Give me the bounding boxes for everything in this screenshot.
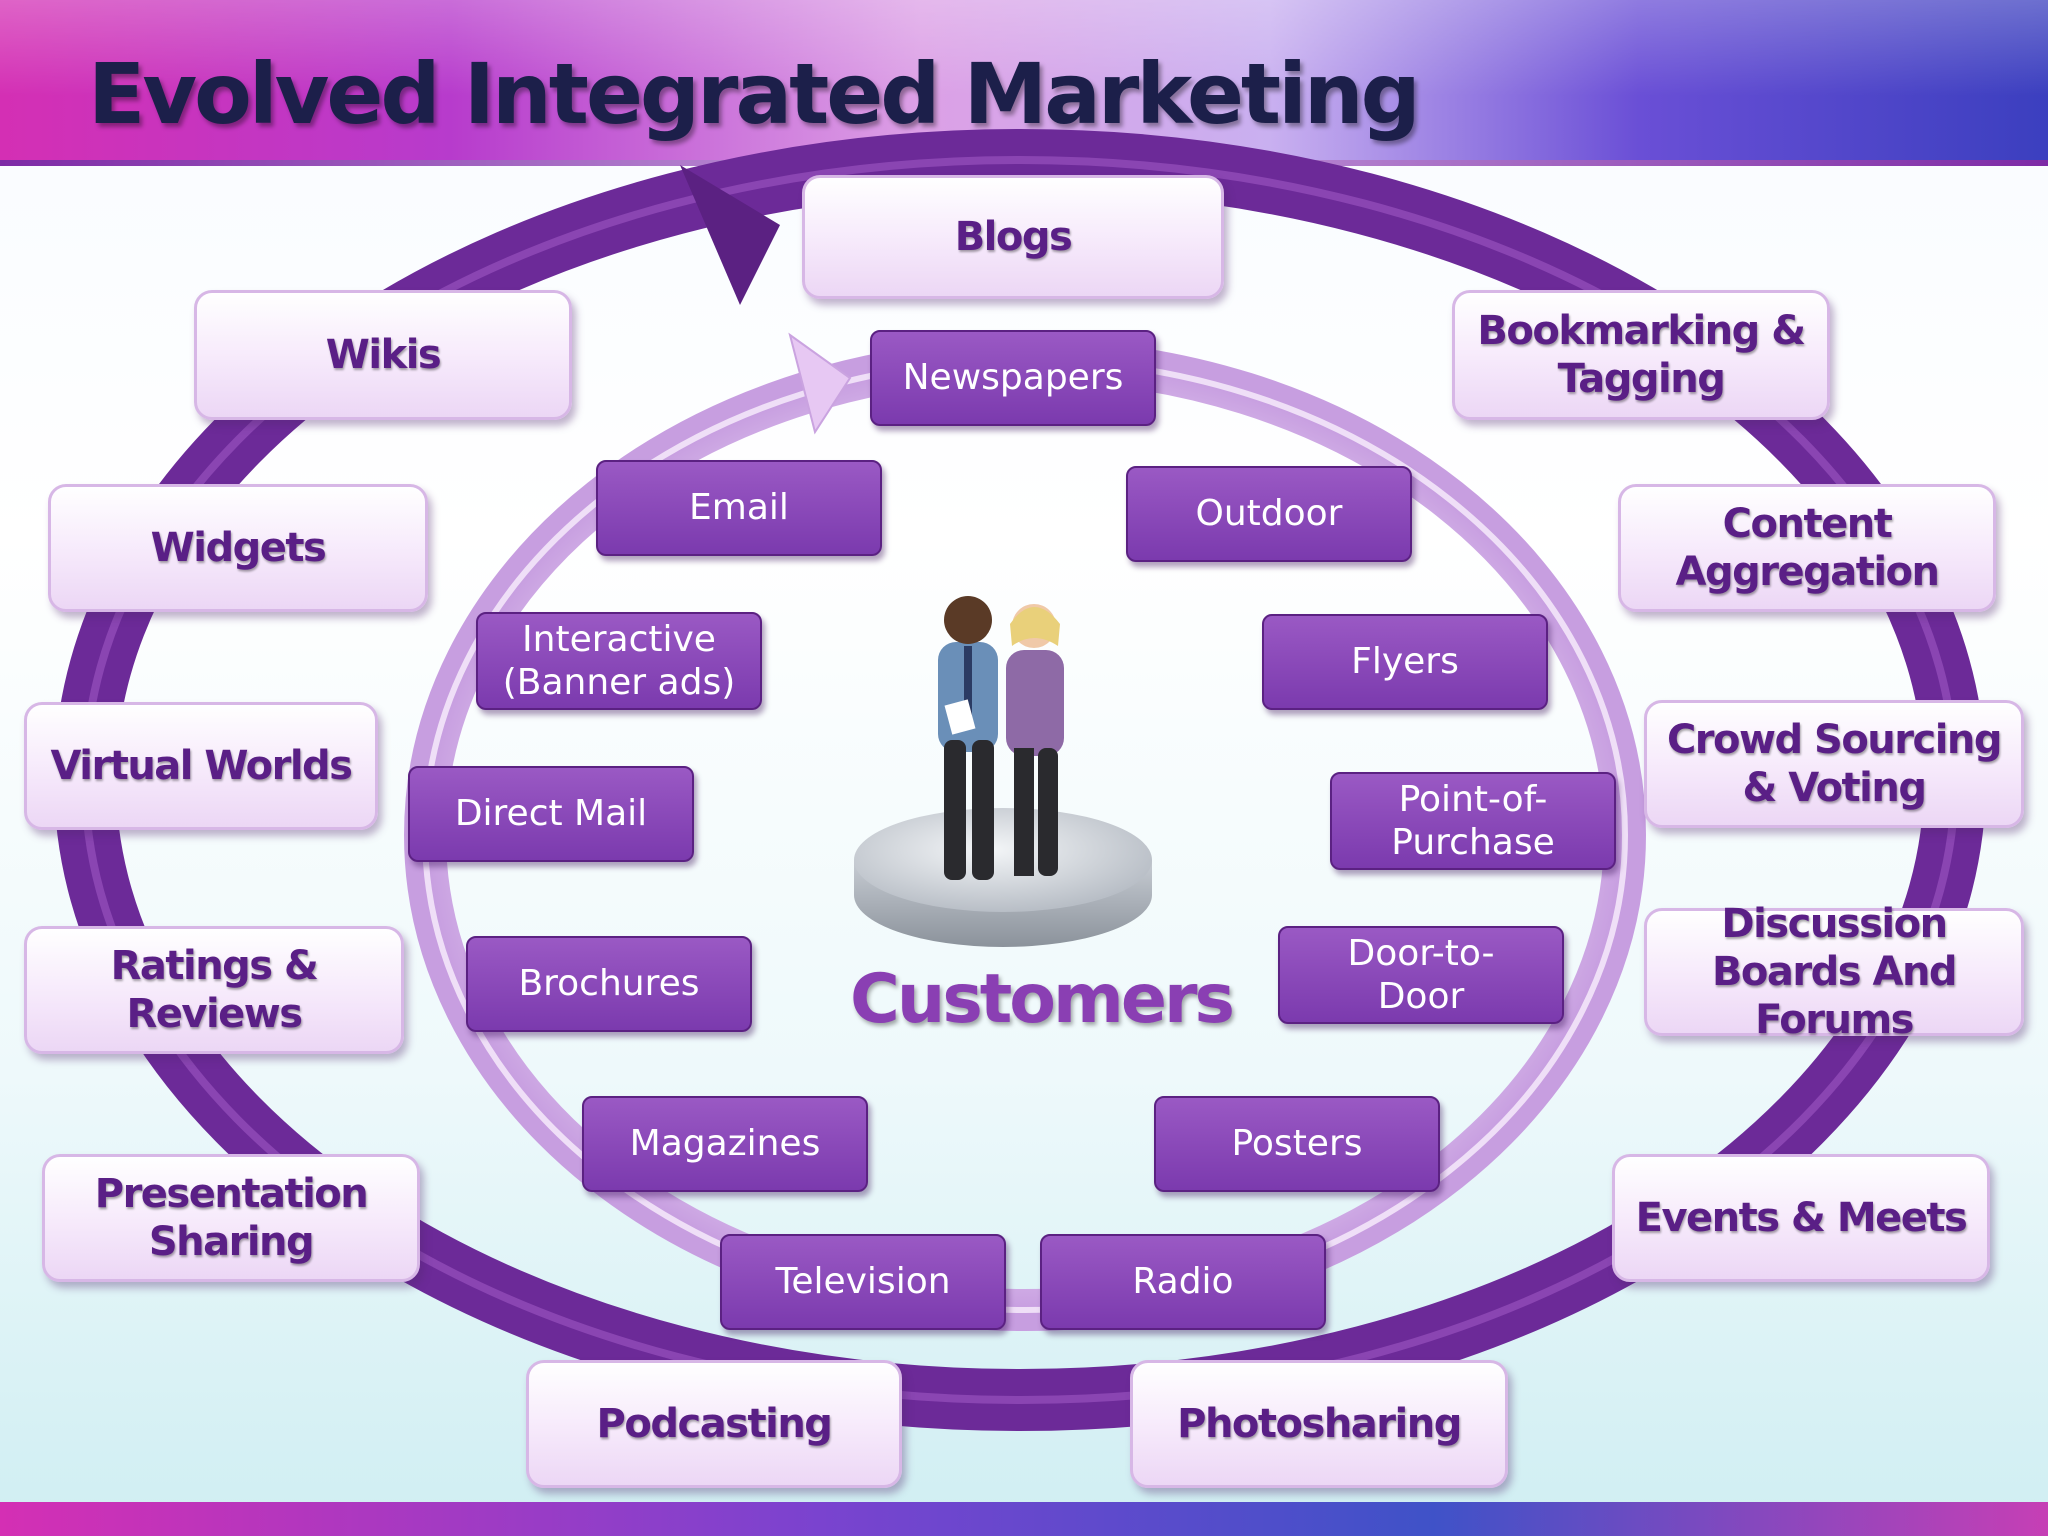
outer-channel-wikis: Wikis <box>194 290 572 420</box>
inner-channel-radio: Radio <box>1040 1234 1326 1330</box>
inner-channel-outdoor: Outdoor <box>1126 466 1412 562</box>
outer-channel-ratings-reviews: Ratings & Reviews <box>24 926 404 1054</box>
outer-channel-content-aggregation: Content Aggregation <box>1618 484 1996 612</box>
outer-channel-presentation-sharing: Presentation Sharing <box>42 1154 420 1282</box>
bottom-banner <box>0 1502 2048 1536</box>
inner-channel-posters: Posters <box>1154 1096 1440 1192</box>
slide-title: Evolved Integrated Marketing <box>88 45 1421 143</box>
woman-figure-icon <box>1006 604 1064 876</box>
outer-channel-blogs: Blogs <box>802 175 1224 299</box>
outer-channel-podcasting: Podcasting <box>526 1360 902 1488</box>
outer-channel-discussion-boards-forums: Discussion Boards And Forums <box>1644 901 2024 1043</box>
outer-channel-crowd-sourcing-voting: Crowd Sourcing & Voting <box>1644 700 2024 828</box>
outer-channel-events-meets: Events & Meets <box>1612 1154 1990 1282</box>
outer-channel-bookmarking-tagging: Bookmarking & Tagging <box>1452 290 1830 420</box>
man-figure-icon <box>938 596 998 880</box>
inner-channel-brochures: Brochures <box>466 936 752 1032</box>
outer-channel-photosharing: Photosharing <box>1130 1360 1508 1488</box>
inner-channel-magazines: Magazines <box>582 1096 868 1192</box>
inner-channel-direct-mail: Direct Mail <box>408 766 694 862</box>
center-label: Customers <box>850 960 1235 1039</box>
customer-platform <box>854 808 1152 947</box>
outer-channel-virtual-worlds: Virtual Worlds <box>24 702 378 830</box>
inner-channel-interactive-banner-ads: Interactive (Banner ads) <box>476 612 762 710</box>
inner-channel-email: Email <box>596 460 882 556</box>
outer-ring-arrowhead <box>680 165 780 305</box>
inner-channel-flyers: Flyers <box>1262 614 1548 710</box>
inner-channel-television: Television <box>720 1234 1006 1330</box>
outer-channel-widgets: Widgets <box>48 484 428 612</box>
inner-channel-newspapers: Newspapers <box>870 330 1156 426</box>
customers-figures-icon <box>938 596 1064 880</box>
inner-channel-point-of-purchase: Point-of-Purchase <box>1330 772 1616 870</box>
inner-channel-door-to-door: Door-to-Door <box>1278 926 1564 1024</box>
inner-ring-arrowhead <box>788 332 852 435</box>
